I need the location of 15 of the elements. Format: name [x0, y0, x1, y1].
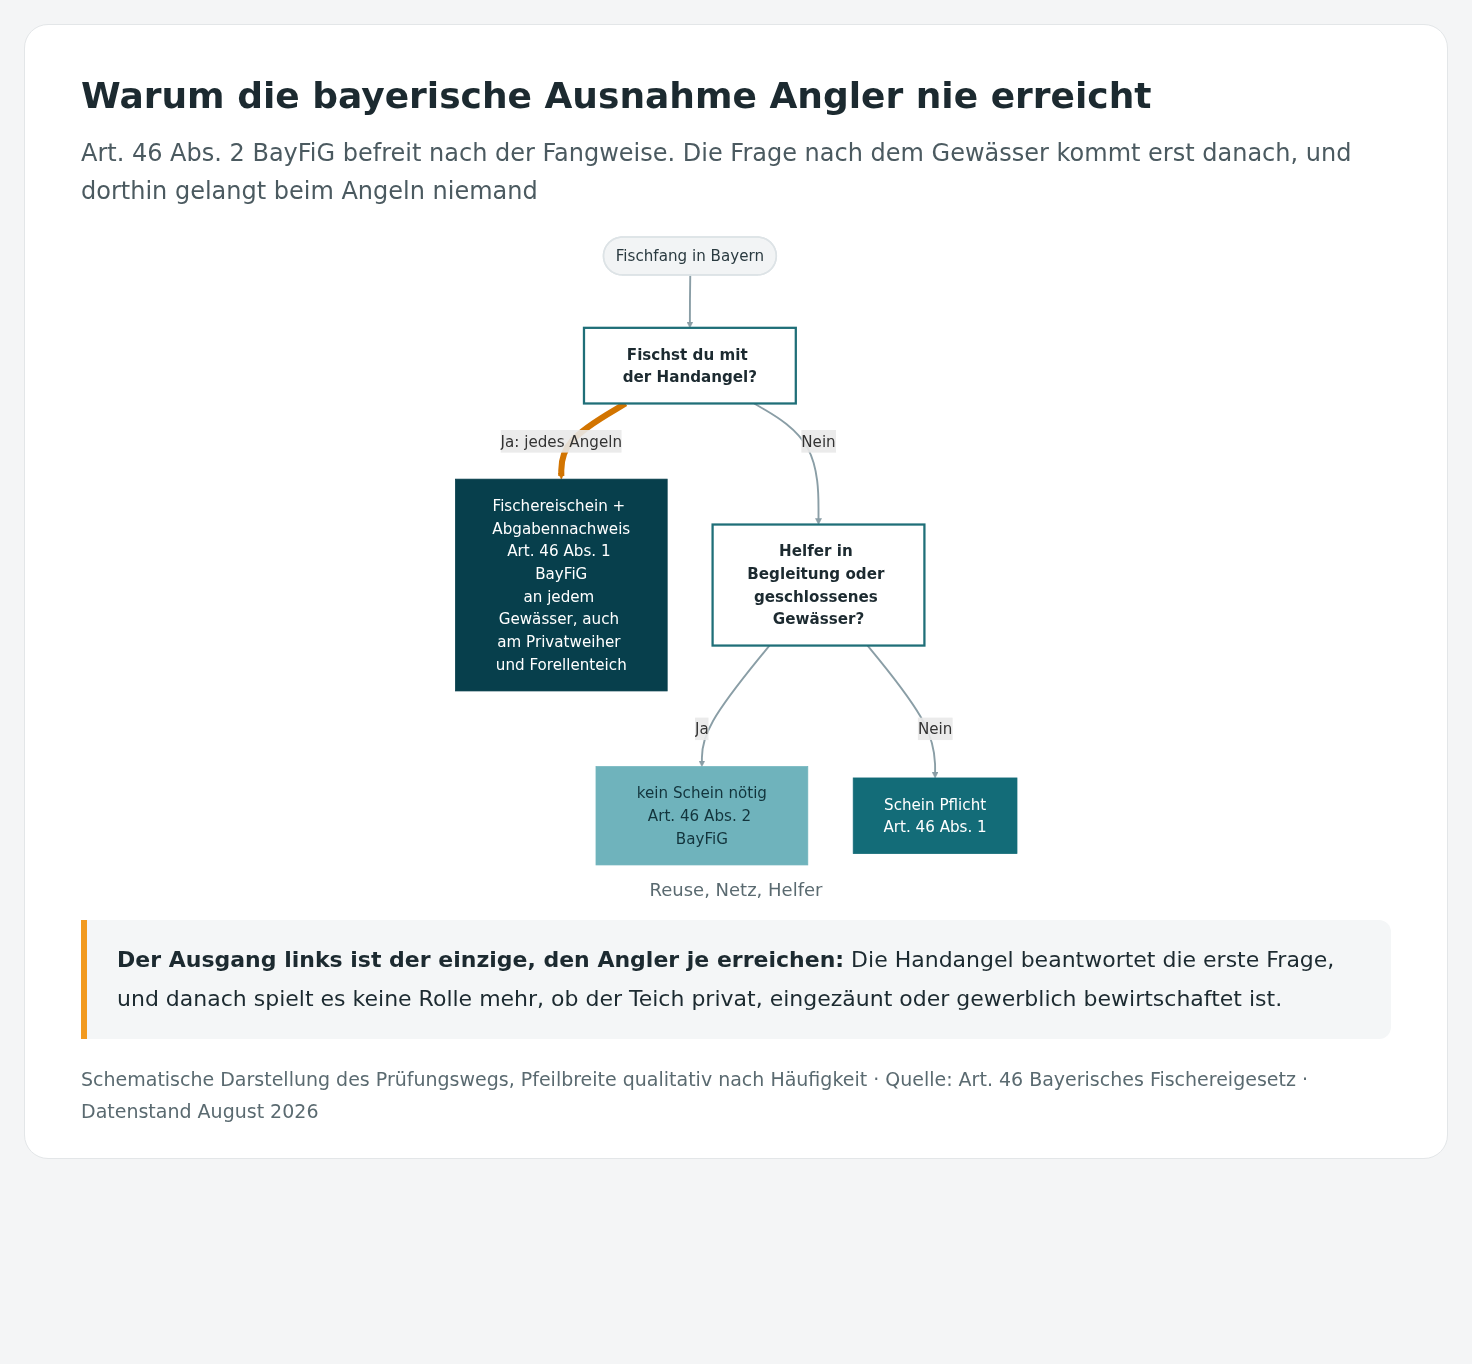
edge-label: Ja: jedes Angeln: [500, 432, 622, 451]
diagram-title: Warum die bayerische Ausnahme Angler nie erreicht: [81, 75, 1153, 116]
node-box: Fischereischein + Abgabennachweis Art. 46 Abs. 1 BayFiG an jedem Gewässer, auch am Privatweiher und Forellenteich: [454, 478, 668, 692]
caption: Schematische Darstellung des Prüfungswegs, Pfeilbreite qualitativ nach Häufigkeit · Quelle: Art. 46 Bayerisches Fischereigesetz · Datenstand August 2026: [81, 1066, 1309, 1125]
arrow: [686, 274, 694, 328]
node-box: Schein Pflicht Art. 46 Abs. 1: [852, 777, 1018, 854]
node-box: Helfer in Begleitung oder geschlossenes Gewässer?: [711, 523, 926, 647]
edge-label: Nein: [801, 432, 836, 451]
edge-label: Nein: [917, 719, 953, 738]
edge-label: Ja: [694, 719, 709, 738]
edge-note: Reuse, Netz, Helfer: [648, 878, 824, 900]
node-box: Fischst du mit der Handangel?: [582, 326, 797, 405]
node-box: kein Schein nötig Art. 46 Abs. 2 BayFiG: [595, 766, 808, 866]
note-text: Der Ausgang links ist der einzige, den Angler je erreichen: Die Handangel beantwortet die erste Frage, und danach spielt es keine Rolle mehr, ob der Teich privat, eingezäunt oder gewerblich bewirtschaftet ist.: [81, 919, 1391, 1039]
subtitle: Art. 46 Abs. 2 BayFiG befreit nach der Fangweise. Die Frage nach dem Gewässer kommt erst danach, und dorthin gelangt beim Angeln niemand: [81, 138, 1353, 208]
